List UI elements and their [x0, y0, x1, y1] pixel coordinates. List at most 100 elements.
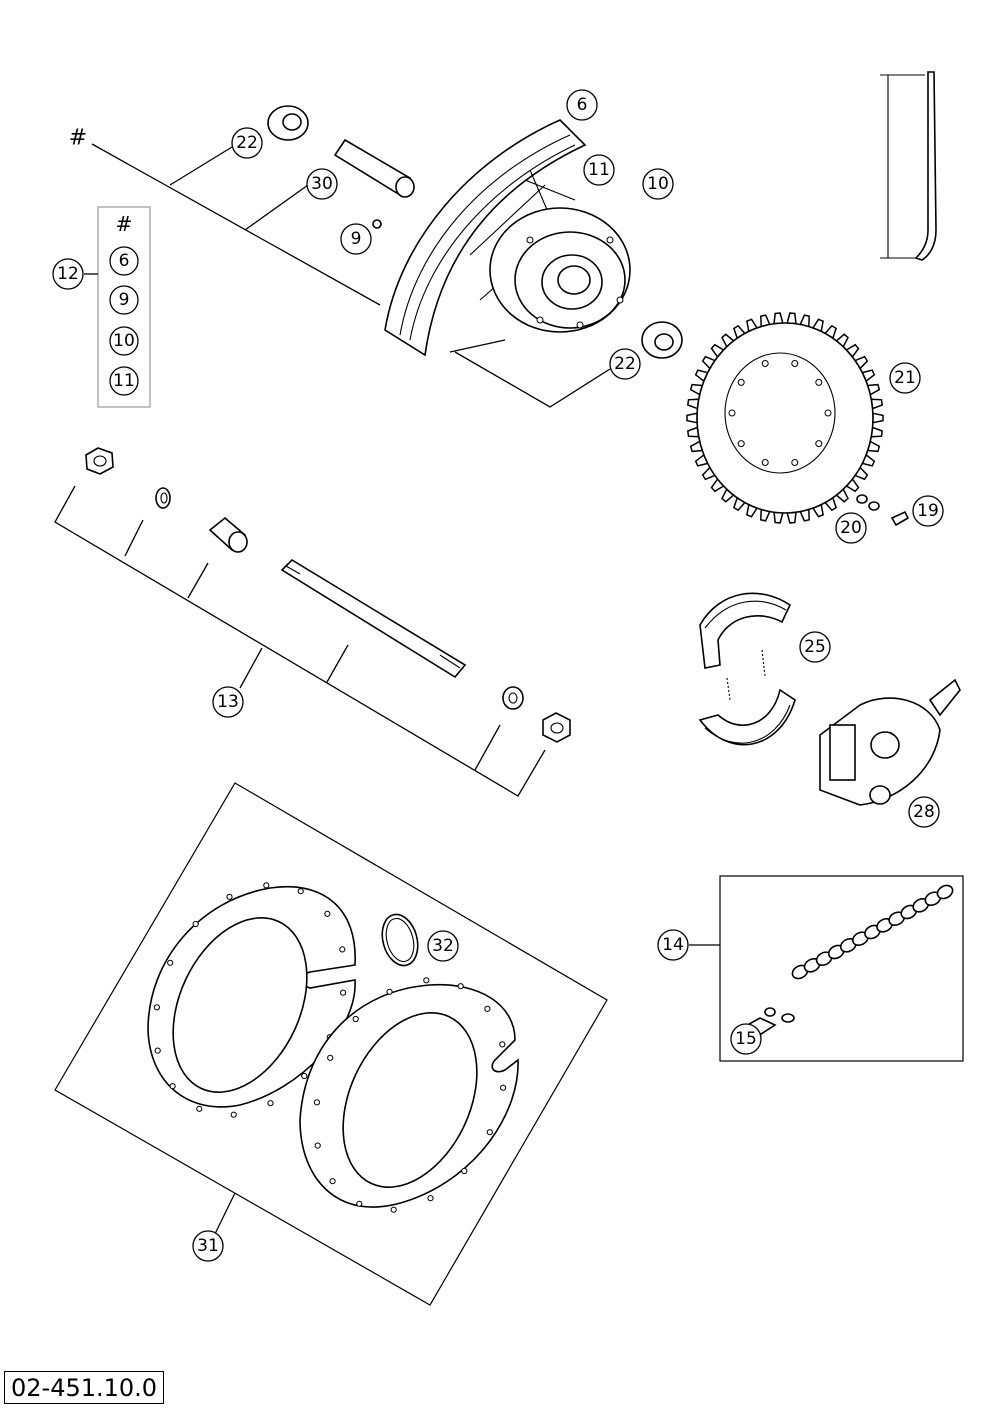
- gasket-left: [147, 882, 356, 1118]
- callout-25: 25: [799, 631, 831, 663]
- gasket-bolt-hole: [386, 988, 393, 995]
- gasket-bolt-hole: [329, 1178, 336, 1185]
- axle-shaft: [280, 558, 467, 679]
- callout-10: 10: [642, 168, 674, 200]
- svg-text:22: 22: [614, 354, 636, 374]
- axle-assembly: [54, 447, 571, 797]
- gasket-bolt-hole: [339, 946, 346, 953]
- gasket-bolt-hole: [169, 1083, 176, 1090]
- svg-text:30: 30: [311, 174, 333, 194]
- gasket-right: [299, 977, 519, 1213]
- callout-20: 20: [835, 512, 867, 544]
- callout-9: 9: [340, 223, 372, 255]
- svg-text:11: 11: [113, 371, 135, 391]
- gasket-bolt-hole: [356, 1200, 363, 1207]
- gasket-bolt-hole: [499, 1041, 506, 1048]
- sprocket-bolt-hole: [815, 440, 823, 448]
- axle-spacer: [208, 516, 248, 553]
- wheel-assembly: [91, 119, 631, 357]
- svg-text:9: 9: [351, 229, 362, 249]
- circlip: [381, 913, 419, 967]
- gasket-bolt-hole: [153, 1004, 160, 1011]
- callout-6: 6: [566, 89, 598, 121]
- sprocket-bolt-hole: [815, 378, 823, 386]
- svg-text:25: 25: [804, 637, 826, 657]
- chain-link: [936, 884, 954, 900]
- svg-text:6: 6: [119, 251, 130, 271]
- gasket-bolt-hole: [263, 882, 270, 889]
- svg-text:10: 10: [647, 174, 669, 194]
- callout-11: 11: [583, 154, 615, 186]
- gasket-bolt-hole: [352, 1015, 359, 1023]
- axle-nut-right: [542, 712, 571, 743]
- wheel-hub: [489, 207, 631, 333]
- gasket-bolt-hole: [457, 983, 464, 990]
- spoke-with-dimension: [880, 71, 937, 261]
- gasket-bolt-hole: [297, 888, 304, 895]
- svg-text:32: 32: [432, 936, 454, 956]
- brake-disc-gaskets-sheet: [54, 782, 608, 1306]
- sprocket-bolt-hole: [791, 360, 799, 367]
- sprocket-bolt-hole: [761, 360, 769, 367]
- gasket-bolt-hole: [327, 1054, 334, 1061]
- chain-kit-box: [689, 875, 964, 1062]
- callout-32: 32: [427, 930, 459, 962]
- sprocket-bolt-hole: [761, 459, 769, 466]
- callout-22-bottom: 22: [609, 348, 641, 380]
- callout-21: 21: [889, 362, 921, 394]
- callout-22-top: 22: [231, 127, 263, 159]
- sprocket-tooth: [773, 511, 784, 524]
- sprocket-tooth: [786, 511, 797, 524]
- svg-text:13: 13: [217, 692, 239, 712]
- svg-text:19: 19: [917, 501, 939, 521]
- gasket-bolt-hole: [486, 1129, 493, 1136]
- gasket-bolt-hole: [167, 959, 174, 966]
- callout-12: 12: [52, 258, 84, 290]
- svg-text:21: 21: [894, 368, 916, 388]
- rear-sprocket: [686, 312, 884, 524]
- gasket-bolt-hole: [340, 989, 347, 996]
- gasket-bolt-hole: [226, 893, 233, 900]
- callout-19: 19: [912, 495, 944, 527]
- hash-marker: #: [69, 126, 87, 151]
- svg-text:9: 9: [119, 290, 130, 310]
- svg-text:10: 10: [113, 331, 135, 351]
- spacer-tube: [333, 138, 415, 198]
- kit-item-10: 10: [109, 326, 139, 356]
- rim-segment: [384, 119, 587, 357]
- callout-15: 15: [730, 1023, 762, 1055]
- sprocket-tooth: [872, 412, 884, 424]
- kit-item-9: 9: [109, 285, 139, 315]
- callout-14: 14: [657, 929, 689, 961]
- gasket-bolt-hole: [314, 1142, 321, 1149]
- gasket-bolt-hole: [427, 1195, 434, 1202]
- drawing-number-label: 02-451.10.0: [4, 1371, 165, 1404]
- svg-text:28: 28: [913, 802, 935, 822]
- svg-text:6: 6: [577, 95, 588, 115]
- gasket-bolt-hole: [230, 1111, 237, 1118]
- gasket-bolt-hole: [301, 1072, 308, 1080]
- bearing-lower: [641, 321, 683, 359]
- svg-text:20: 20: [840, 518, 862, 538]
- kit-12-contents: # 6 9 10 11: [109, 212, 139, 396]
- sprocket-bolt-hole: [737, 440, 745, 448]
- spoke-nipple: [372, 219, 382, 229]
- axle-washer-left: [155, 487, 171, 509]
- svg-text:14: 14: [662, 935, 684, 955]
- gasket-bolt-hole: [267, 1100, 274, 1107]
- sprocket-tooth: [686, 412, 698, 424]
- bearing-upper: [267, 105, 309, 141]
- svg-text:22: 22: [236, 133, 258, 153]
- callout-28: 28: [908, 796, 940, 828]
- axle-washer-right: [502, 686, 524, 710]
- sprocket-bolt-hole: [824, 409, 832, 417]
- gasket-bolt-hole: [390, 1206, 397, 1213]
- brake-anchor-plate: [819, 678, 961, 806]
- gasket-bolt-hole: [313, 1099, 320, 1106]
- kit-item-6: 6: [109, 246, 139, 276]
- svg-text:12: 12: [57, 264, 79, 284]
- gasket-bolt-hole: [154, 1047, 161, 1054]
- kit-item-hash: #: [116, 212, 133, 236]
- svg-text:31: 31: [197, 1236, 219, 1256]
